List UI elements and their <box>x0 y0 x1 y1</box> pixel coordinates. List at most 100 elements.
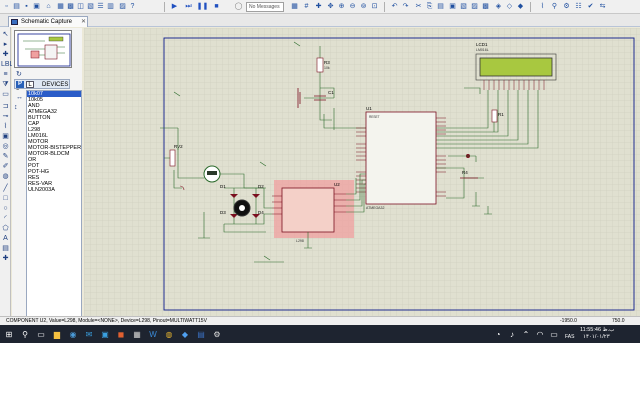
zoom-in-icon[interactable]: ⊕ <box>338 3 345 10</box>
arc-icon[interactable]: ◜ <box>4 215 7 222</box>
packaging-icon[interactable]: ◆ <box>517 3 524 10</box>
atmega32-component[interactable]: U1 ATMEGA32 RESET <box>356 106 446 210</box>
circle-icon[interactable]: ○ <box>3 205 8 212</box>
wire-label-icon[interactable]: LBL <box>1 61 14 68</box>
block-copy-icon[interactable]: ▣ <box>449 3 456 10</box>
app-icon[interactable]: ▦ <box>133 329 141 339</box>
overview-window[interactable] <box>14 30 72 68</box>
virtual-instrument-icon[interactable]: ◍ <box>2 173 9 180</box>
generator-icon[interactable]: ◎ <box>2 143 9 150</box>
electrical-check-icon[interactable]: ✔ <box>587 3 594 10</box>
device-item[interactable]: 10k05 <box>28 97 43 103</box>
chrome-icon[interactable]: ◍ <box>165 329 173 339</box>
device-item[interactable]: BUTTON <box>28 115 51 121</box>
file-explorer-icon[interactable]: ▆ <box>53 329 61 339</box>
search-tag-icon[interactable]: ⚲ <box>551 3 558 10</box>
line-icon[interactable]: ╱ <box>3 185 8 192</box>
library-manager-button[interactable]: L <box>26 81 34 88</box>
zoom-area-icon[interactable]: ⊡ <box>371 3 378 10</box>
device-item[interactable]: POT-HG <box>28 169 50 175</box>
bus-icon[interactable]: ⧩ <box>2 81 9 88</box>
undo-icon[interactable]: ↶ <box>391 3 398 10</box>
tab-schematic-capture[interactable]: Schematic Capture ✕ <box>8 16 88 27</box>
marker-icon[interactable]: ✚ <box>2 255 9 262</box>
origin-icon[interactable]: ✚ <box>315 3 322 10</box>
wifi-icon[interactable]: ◠ <box>536 329 544 339</box>
help-icon[interactable]: ? <box>130 3 135 10</box>
grid-toggle-icon[interactable]: # <box>304 3 309 10</box>
device-item[interactable]: LM016L <box>28 133 48 139</box>
device-item[interactable]: POT <box>28 163 40 169</box>
zoom-all-icon[interactable]: ⊚ <box>360 3 367 10</box>
property-tool-icon[interactable]: ⚙ <box>563 3 570 10</box>
rv2-potentiometer[interactable]: RV2 <box>160 127 204 191</box>
proteus-icon[interactable]: ▤ <box>197 329 205 339</box>
copy-icon[interactable]: ⎘ <box>426 3 433 10</box>
voltmeter-instrument[interactable] <box>203 165 266 189</box>
word-icon[interactable]: W <box>149 329 157 339</box>
home-icon[interactable]: ⌂ <box>46 3 51 10</box>
h-bridge-diodes[interactable]: D1 D2 D3 D4 <box>198 184 272 239</box>
design-explorer-icon[interactable]: ☰ <box>97 3 104 10</box>
pause-icon[interactable]: ❚❚ <box>196 3 209 10</box>
settings-icon[interactable]: ⚙ <box>213 329 221 339</box>
terminal-icon[interactable]: ⊐ <box>2 103 9 110</box>
zoom-out-icon[interactable]: ⊖ <box>349 3 356 10</box>
device-item[interactable]: MOTOR-BISTEPPER <box>28 145 81 151</box>
new-file-icon[interactable]: ▫ <box>5 3 8 10</box>
tape-recorder-icon[interactable]: ▣ <box>2 133 9 140</box>
schematic-icon[interactable]: ▦ <box>57 3 64 10</box>
sound-icon[interactable]: ♪ <box>510 329 514 339</box>
block-rotate-icon[interactable]: ▨ <box>471 3 478 10</box>
mirror-y-icon[interactable]: ↕ <box>14 104 18 111</box>
clock-time[interactable]: 11:55:46 ب.ظ <box>580 327 615 333</box>
language-indicator[interactable]: FAS <box>565 334 575 340</box>
task-view-icon[interactable]: ▭ <box>37 329 45 339</box>
windows-start-icon[interactable]: ⊞ <box>5 329 13 339</box>
vscode-icon[interactable]: ◆ <box>181 329 189 339</box>
messages-status[interactable]: No Messages <box>246 2 284 12</box>
netlist-pcb-icon[interactable]: ⇆ <box>599 3 606 10</box>
selection-mode-icon[interactable]: ↖ <box>2 31 9 38</box>
battery-icon[interactable]: ▭ <box>550 329 558 339</box>
mirror-x-icon[interactable]: ↔ <box>16 94 23 101</box>
chevron-up-icon[interactable]: ⌃ <box>522 329 530 339</box>
l298-driver-component[interactable]: U2 L298 <box>272 173 366 249</box>
open-file-icon[interactable]: ▤ <box>13 3 20 10</box>
step-icon[interactable]: ⏭ <box>185 3 192 10</box>
close-icon[interactable]: ✕ <box>81 19 87 25</box>
component-mode-icon[interactable]: ▸ <box>3 41 8 48</box>
mail-icon[interactable]: ✉ <box>85 329 93 339</box>
text-icon[interactable]: A <box>3 235 8 242</box>
voltage-probe-icon[interactable]: ✎ <box>2 153 9 160</box>
device-item[interactable]: RES-VAR <box>28 181 53 187</box>
redraw-icon[interactable]: ▦ <box>291 3 298 10</box>
bom-icon[interactable]: ▥ <box>107 3 114 10</box>
edge-icon[interactable]: ◉ <box>69 329 77 339</box>
subcircuit-icon[interactable]: ▭ <box>2 91 9 98</box>
text-script-icon[interactable]: ≡ <box>3 71 8 78</box>
pcb-icon[interactable]: ▩ <box>67 3 74 10</box>
save-icon[interactable]: ▪ <box>25 3 28 10</box>
device-item[interactable]: AND <box>28 103 40 109</box>
device-item[interactable]: ULN2003A <box>28 187 55 193</box>
device-item[interactable]: CAP <box>28 121 40 127</box>
current-probe-icon[interactable]: ✐ <box>2 163 9 170</box>
schematic-canvas[interactable]: LCD1 LM016L R3 10k C1 U1 <box>84 28 640 316</box>
symbol-icon[interactable]: ▤ <box>2 245 9 252</box>
pan-icon[interactable]: ✥ <box>327 3 334 10</box>
path-icon[interactable]: ⬠ <box>2 225 9 232</box>
lcd-component[interactable]: LCD1 LM016L <box>475 42 557 90</box>
device-item[interactable]: ATMEGA32 <box>28 109 57 115</box>
reset-circuit[interactable]: R3 10k C1 <box>297 46 366 130</box>
device-item[interactable]: 10k07 <box>27 91 81 97</box>
box-icon[interactable]: □ <box>3 195 8 202</box>
r1-component[interactable]: R1 <box>491 109 504 132</box>
close-project-icon[interactable]: ▣ <box>33 3 40 10</box>
device-item[interactable]: MOTOR <box>28 139 49 145</box>
graph-icon[interactable]: ⌇ <box>3 123 8 130</box>
block-delete-icon[interactable]: ▩ <box>482 3 489 10</box>
device-item[interactable]: MOTOR-BLDCM <box>28 151 70 157</box>
device-item[interactable]: OR <box>28 157 37 163</box>
paste-icon[interactable]: ▤ <box>437 3 444 10</box>
